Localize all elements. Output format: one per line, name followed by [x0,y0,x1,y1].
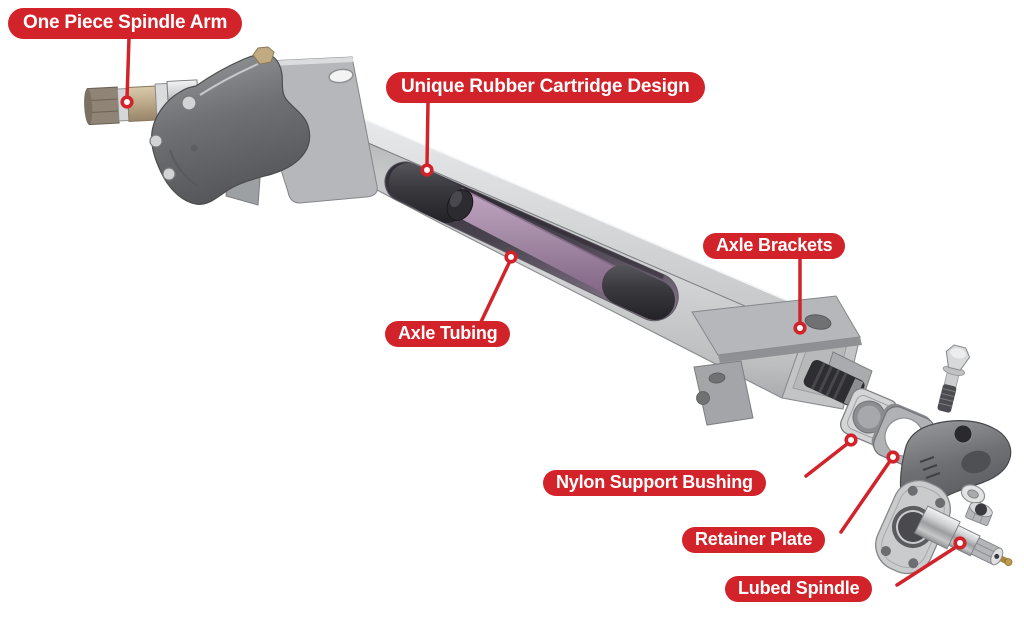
cutaway-section [384,161,679,322]
label-text: Retainer Plate [695,529,813,549]
label-unique-rubber-cartridge-design: Unique Rubber Cartridge Design [386,72,705,103]
cartridge-top-shade [460,187,637,278]
label-text: Lubed Spindle [738,578,860,598]
flange-hole [908,558,919,569]
arm-right-ribs [919,456,941,479]
arm-left-highlight [199,63,259,96]
pointer-dot-retainer-plate [886,450,900,464]
pointer-dot-one-piece-spindle-arm [120,95,134,109]
rubber-cord-right [601,264,676,321]
bracket-left-plate-hole [328,68,354,84]
washer-hole [967,489,979,499]
torsion-bar-ring [825,369,841,397]
slot-inner-shadow [411,161,666,280]
spindle-arm-left [149,46,311,205]
arm-left-shade [169,149,199,187]
pointer-line-nylon-support-bushing [804,442,849,478]
torsion-bar-ring [832,372,848,400]
arm-right-hole [953,424,973,444]
label-text: Axle Brackets [716,235,833,255]
pointer-dot-unique-rubber-cartridge-design [420,163,434,177]
arm-left-top-bolt [252,46,275,65]
grease-zerk-icon [1004,558,1013,567]
bracket-right-flange-slot [708,372,726,384]
spindle-tip-facets [87,98,119,114]
label-text: Axle Tubing [398,323,498,343]
lubed-spindle-part [914,505,1013,567]
label-text: Unique Rubber Cartridge Design [401,76,690,97]
pointer-line-axle-tubing [478,259,512,326]
pointer-lines [125,36,958,587]
arm-left-bolt-head-3 [162,167,176,181]
bracket-right-flange-hole [696,391,710,405]
torsion-bar-ring [818,365,834,394]
pointer-dot-axle-brackets [793,321,807,335]
label-retainer-plate: Retainer Plate [682,527,826,553]
pointer-line-lubed-spindle [895,545,958,587]
pointer-line-unique-rubber-cartridge-design [425,100,430,168]
spindle-tip-endcap [84,88,93,125]
label-nylon-support-bushing: Nylon Support Bushing [543,470,766,496]
arm-left-bolt-head-2 [149,134,163,148]
torsion-bar-ring [810,362,826,390]
pointer-dot-axle-tubing [504,250,518,264]
mounting-bolt [937,344,971,413]
label-text: One Piece Spindle Arm [23,12,228,33]
lock-nut [965,502,993,526]
label-axle-brackets: Axle Brackets [703,233,846,259]
flange-hole [880,546,891,557]
flange-hole [935,497,946,508]
bracket-right-plate-hole [804,314,832,330]
pointer-line-one-piece-spindle-arm [125,36,131,101]
spindle-end-hole [994,553,1000,559]
pointer-line-retainer-plate [839,459,892,534]
pointer-dot-nylon-support-bushing [844,433,858,447]
bolt-head-top [950,348,967,359]
bushing-bore-inner [857,405,881,429]
flange-hole [907,485,918,496]
cord-disc-highlight [449,190,463,208]
nut-nylon-insert [974,503,987,516]
bracket-right-plate-edge [718,337,862,363]
pointer-dot-lubed-spindle [953,536,967,550]
pointer-dots [120,95,967,550]
label-text: Nylon Support Bushing [556,472,753,492]
label-axle-tubing: Axle Tubing [385,321,511,347]
label-one-piece-spindle-arm: One Piece Spindle Arm [8,8,243,39]
spindle-flange [875,479,951,575]
torsion-bar-end [803,359,865,407]
arm-left-pin [190,144,198,152]
label-lubed-spindle: Lubed Spindle [725,576,873,602]
rubber-cartridge-purple [442,186,645,305]
bolt-thread-lines [938,387,956,407]
tube-bottom-edge [376,189,783,399]
arm-right-recess [961,450,991,474]
mounting-bracket-right [691,295,862,426]
bracket-right-flange [693,360,754,426]
arm-left-bolt-head-1 [181,95,197,111]
